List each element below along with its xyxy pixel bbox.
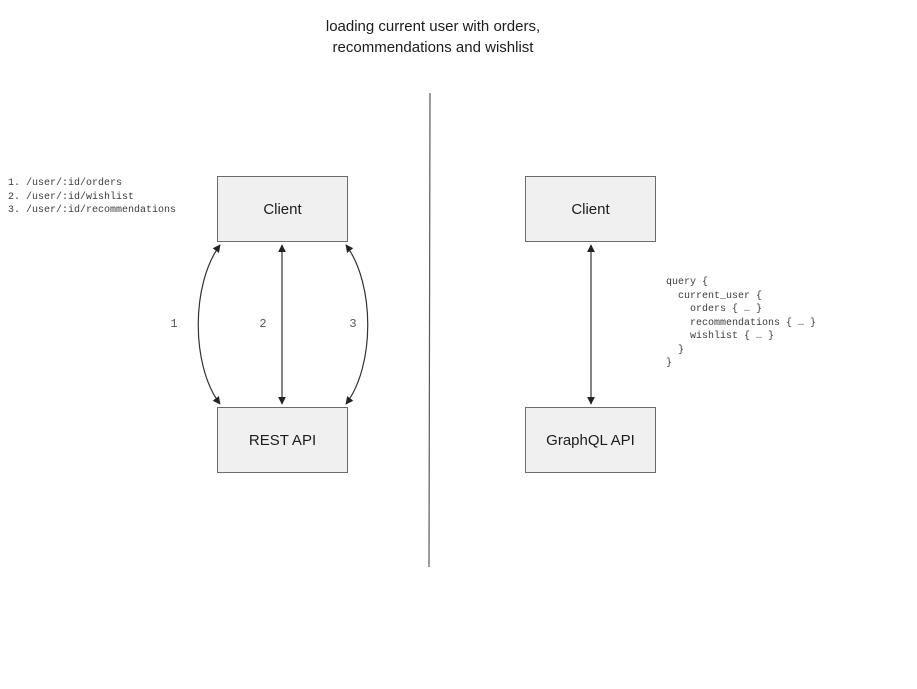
rest-arrow-1-orders [197,244,221,405]
graphql-client-label: Client [571,200,610,218]
diagram-title: loading current user with orders, recomm… [0,16,866,58]
diagram-title-line2: recommendations and wishlist [332,39,534,56]
graphql-api-label: GraphQL API [546,431,635,449]
rest-client-label: Client [263,200,302,218]
graphql-api-box: GraphQL API [525,407,656,473]
divider-line [428,92,431,568]
rest-api-label: REST API [248,431,317,449]
rest-client-box: Client [217,176,348,242]
arrow-label-1: 1 [170,317,178,331]
diagram-title-line1: loading current user with orders, [325,18,541,35]
arrow-label-3: 3 [349,317,357,331]
arrow-label-2: 2 [259,317,267,331]
rest-api-box: REST API [217,407,348,473]
graphql-client-box: Client [525,176,656,242]
graphql-query-code: query { current_user { orders { … } reco… [666,277,817,369]
rest-endpoints-list: 1. /user/:id/orders 2. /user/:id/wishlis… [8,178,177,216]
rest-arrow-3-recommendations [345,244,369,405]
